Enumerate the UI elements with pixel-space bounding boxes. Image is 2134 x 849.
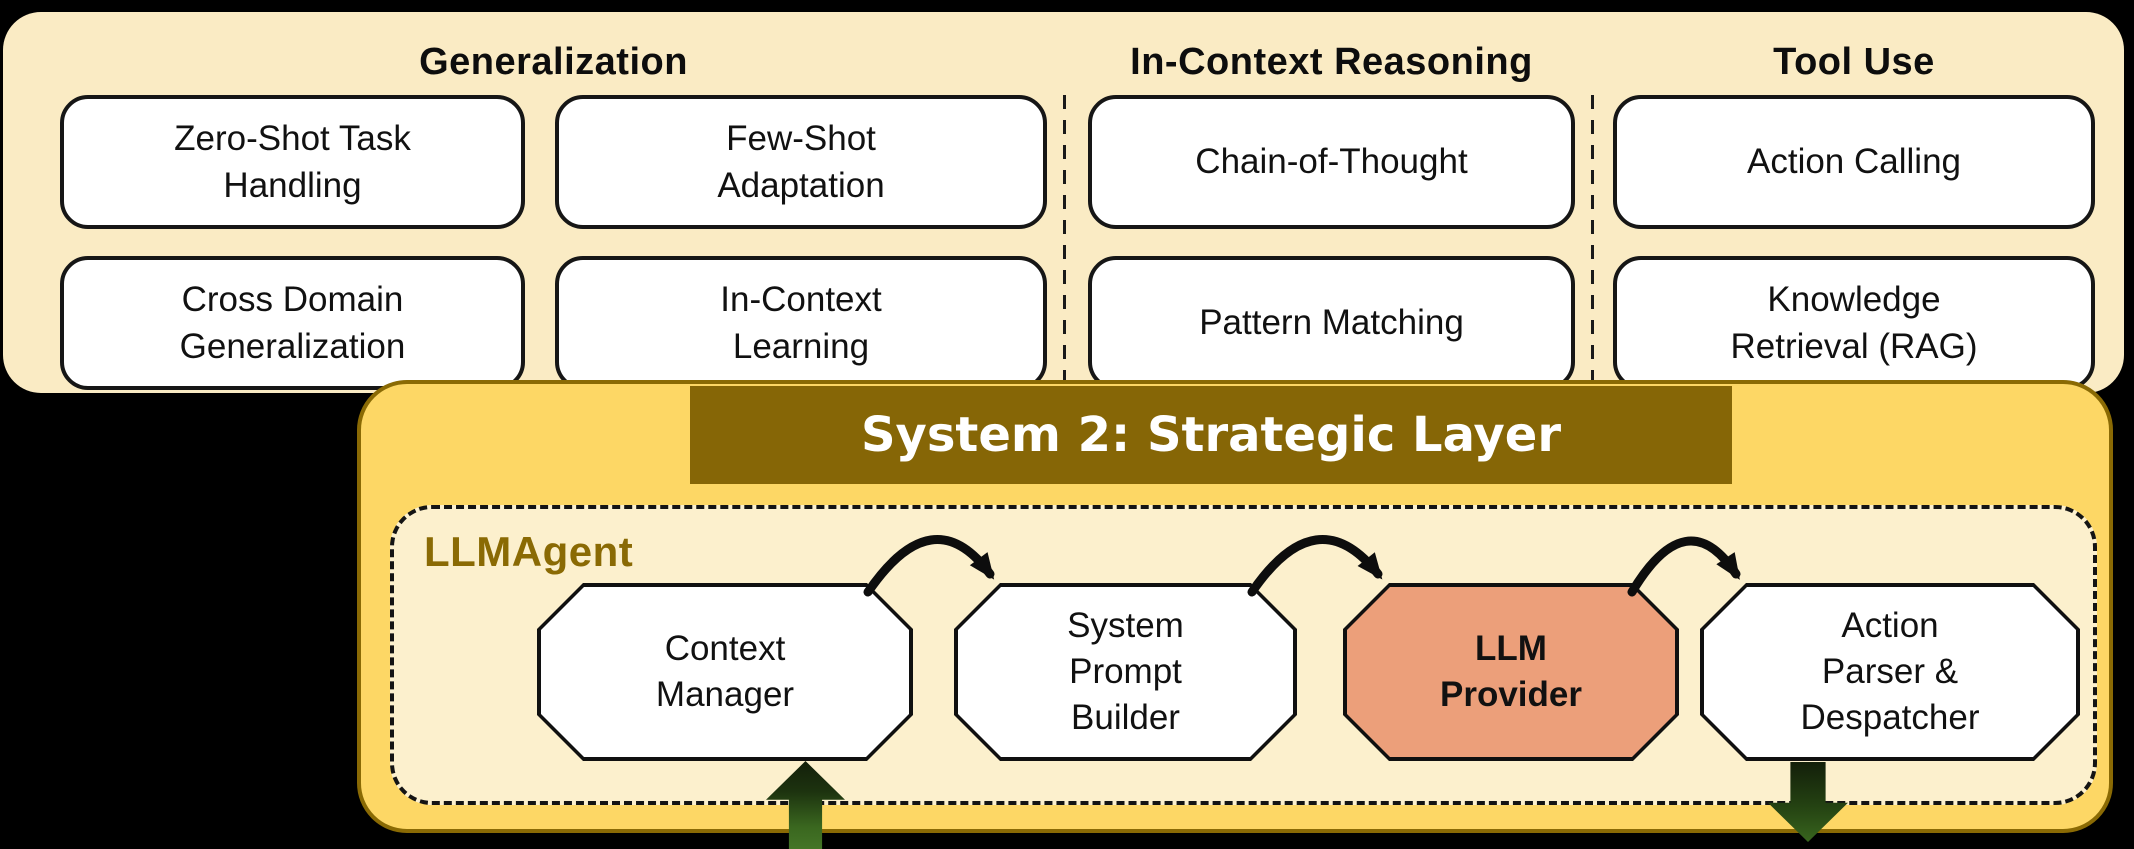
capability-box-zero-shot-task-handling: Zero-Shot Task Handling <box>60 95 525 229</box>
node-llm-provider-body: LLM Provider <box>1347 587 1675 757</box>
group-title-in-context-reasoning: In-Context Reasoning <box>1130 40 1533 83</box>
node-llm-provider: LLM Provider <box>1343 583 1679 761</box>
group-divider <box>1063 95 1066 390</box>
node-label: LLM Provider <box>1440 628 1582 714</box>
capability-panel: Generalization In-Context Reasoning Tool… <box>3 12 2124 393</box>
node-context-manager: Context Manager <box>537 583 913 761</box>
capability-box-knowledge-retrieval-rag: Knowledge Retrieval (RAG) <box>1613 256 2095 390</box>
node-context-manager-body: Context Manager <box>541 587 909 757</box>
capability-box-in-context-learning: In-Context Learning <box>555 256 1047 390</box>
capability-box-action-calling: Action Calling <box>1613 95 2095 229</box>
capability-box-chain-of-thought: Chain-of-Thought <box>1088 95 1575 229</box>
capability-box-pattern-matching: Pattern Matching <box>1088 256 1575 390</box>
capability-box-few-shot-adaptation: Few-Shot Adaptation <box>555 95 1047 229</box>
group-divider <box>1591 95 1594 390</box>
group-title-generalization: Generalization <box>419 40 688 83</box>
node-system-prompt-builder-body: System Prompt Builder <box>958 587 1293 757</box>
node-action-parser-despatcher-body: Action Parser & Despatcher <box>1704 587 2076 757</box>
node-system-prompt-builder: System Prompt Builder <box>954 583 1297 761</box>
node-label: System Prompt Builder <box>1067 605 1184 738</box>
strategic-layer-title: System 2: Strategic Layer <box>860 407 1562 463</box>
node-label: Context Manager <box>655 628 795 714</box>
group-title-tool-use: Tool Use <box>1773 40 1935 83</box>
llm-agent-label: LLMAgent <box>424 528 634 575</box>
node-action-parser-despatcher: Action Parser & Despatcher <box>1700 583 2080 761</box>
capability-box-cross-domain-generalization: Cross Domain Generalization <box>60 256 525 390</box>
node-label: Action Parser & Despatcher <box>1800 605 1980 738</box>
strategic-layer-banner: System 2: Strategic Layer <box>690 386 1732 484</box>
